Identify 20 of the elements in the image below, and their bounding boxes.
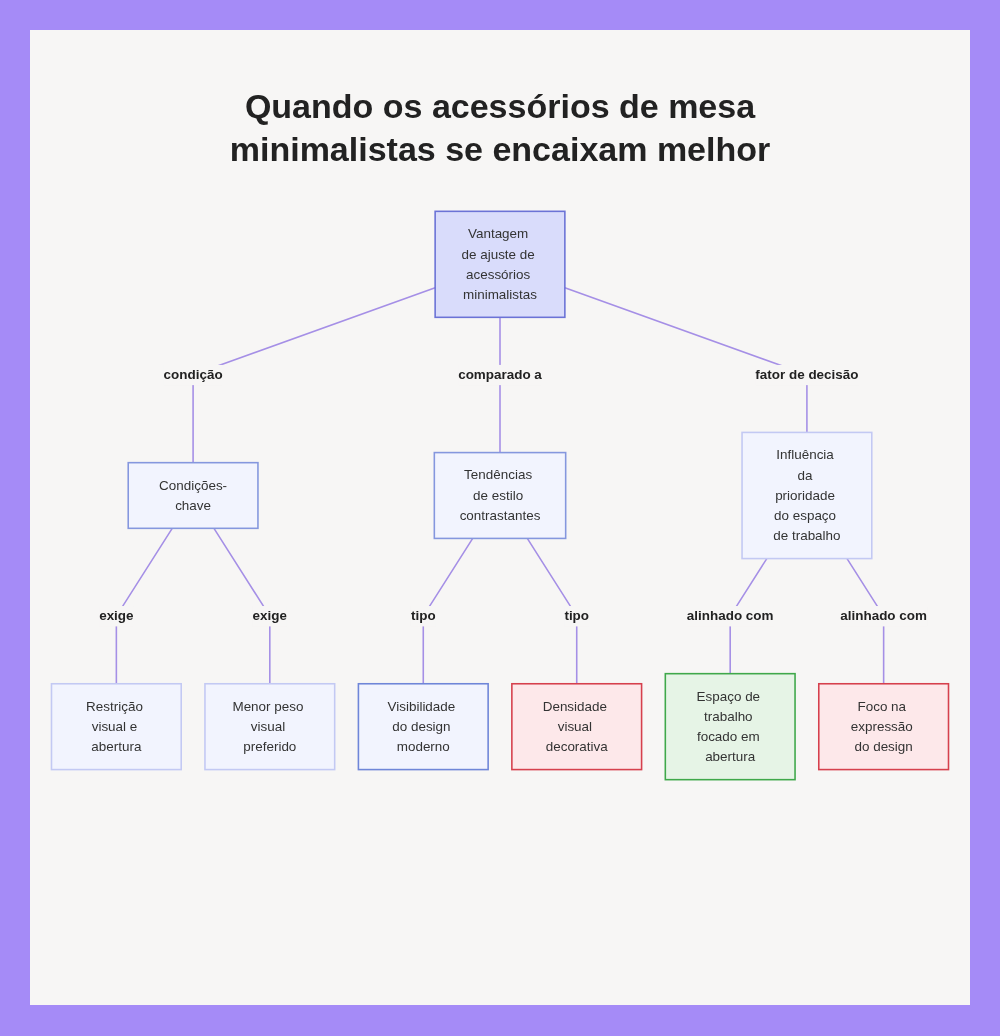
edge-label: alinhado com	[840, 608, 927, 624]
edge-label: fator de decisão	[755, 367, 859, 383]
node-box: Vantagem de ajuste de acessórios minimalistas	[434, 210, 566, 319]
node-box: Densidade visual decorativa	[511, 682, 643, 771]
edge-label: alinhado com	[686, 608, 774, 624]
edge-label: comparado a	[458, 367, 542, 383]
node-box: Espaço de trabalho focado em abertura	[664, 672, 796, 781]
edge-label: exige	[252, 608, 288, 624]
node-box: Visibilidade do design moderno	[357, 682, 489, 771]
node-box: Foco na expressão do design	[818, 682, 950, 771]
node-box: Tendências de estilo contrastantes	[433, 451, 567, 540]
edge-label: tipo	[410, 608, 436, 624]
node-box: Restrição visual e abertura	[50, 682, 182, 771]
edge-label: exige	[99, 608, 134, 624]
node-box: Influência da prioridade do espaço de trabalho	[741, 431, 873, 560]
edge-label: tipo	[564, 608, 590, 624]
node-box: Condições-chave	[127, 461, 259, 530]
edge-label: condição	[163, 367, 223, 383]
node-box: Menor peso visual preferido	[204, 682, 336, 771]
diagram-title: Quando os acessórios de mesa minimalistas se encaixam melhor	[228, 86, 772, 170]
